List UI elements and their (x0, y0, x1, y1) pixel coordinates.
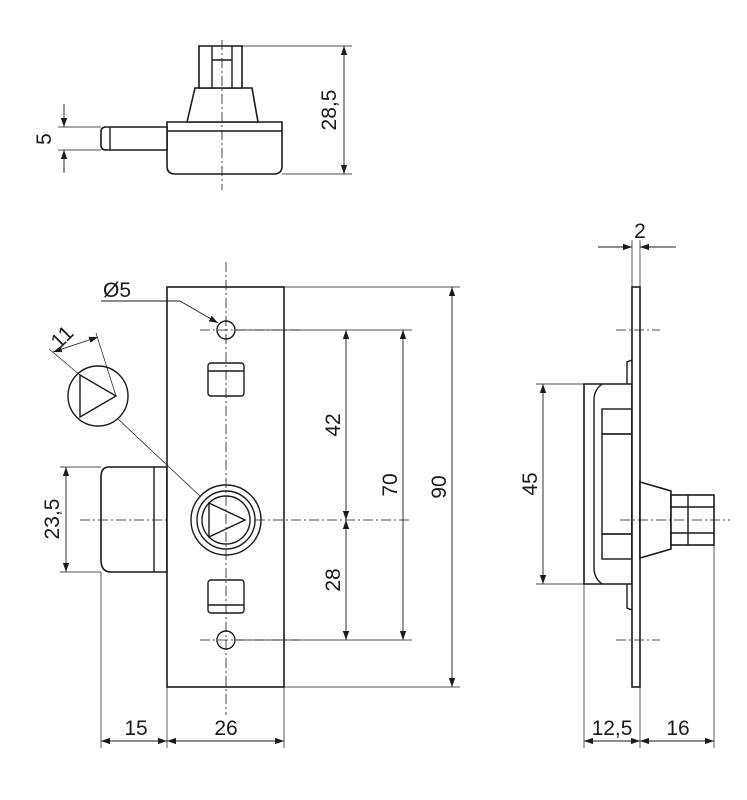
dim-hole-to-hole-upper: 42 (322, 413, 345, 436)
screw-hole-bottom (216, 630, 236, 650)
top-view-neck (185, 87, 259, 123)
triangle-detail-circle (67, 365, 129, 427)
dim-plate-height: 90 (428, 475, 451, 498)
dim-hole-to-hole-total: 70 (379, 473, 402, 496)
dim-side-body-depth: 12,5 (592, 717, 633, 740)
front-view-plate (166, 286, 285, 688)
side-view-plate (631, 286, 641, 688)
dim-plate-width: 26 (214, 717, 237, 740)
top-view-body (166, 121, 283, 175)
dim-top-height: 28,5 (318, 90, 341, 131)
slot-upper (207, 362, 245, 397)
dim-side-body-height: 45 (519, 472, 542, 495)
top-view-bolt-pin (100, 126, 168, 151)
dim-hole-diameter: Ø5 (103, 279, 131, 302)
screw-hole-top (216, 320, 236, 340)
dim-bolt-projection: 15 (124, 717, 147, 740)
dim-bolt-height: 23,5 (41, 499, 64, 540)
slot-lower (207, 579, 245, 614)
triangle-detail-icon (79, 373, 118, 419)
side-view-hub (639, 480, 672, 560)
top-view: 5 28,5 (33, 40, 352, 190)
dim-hole-to-hole-lower: 28 (322, 568, 345, 591)
dim-triangle-size: 11 (47, 322, 79, 354)
top-view-knob (198, 45, 243, 89)
dim-plate-thickness: 2 (634, 220, 646, 243)
front-view-bolt (100, 466, 168, 573)
triangle-icon (208, 501, 247, 539)
side-view: 2 45 12,5 16 (519, 220, 730, 748)
side-view-body (583, 383, 633, 585)
dim-top-pin-height: 5 (33, 133, 56, 145)
front-view: 11 Ø5 42 28 70 90 23,5 15 26 (41, 262, 460, 748)
dim-side-knob-depth: 16 (666, 717, 689, 740)
